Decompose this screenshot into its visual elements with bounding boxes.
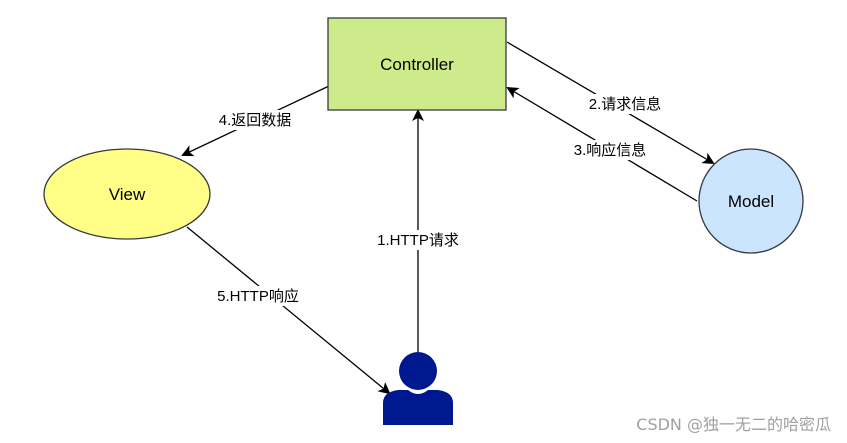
edge-http-response	[186, 226, 391, 395]
user-icon	[383, 352, 453, 425]
controller-node: Controller	[327, 17, 507, 111]
view-label: View	[109, 185, 146, 204]
edge-label-http-response: 5.HTTP响应	[217, 287, 299, 305]
model-node: Model	[698, 148, 804, 254]
edge-label-response-info: 3.响应信息	[574, 141, 647, 159]
controller-label: Controller	[380, 55, 454, 74]
watermark: CSDN @独一无二的哈密瓜	[636, 415, 831, 434]
view-node: View	[43, 148, 211, 240]
edge-label-http-request: 1.HTTP请求	[377, 232, 459, 249]
edge-label-return-data: 4.返回数据	[219, 112, 292, 129]
edge-label-request-info: 2.请求信息	[589, 96, 662, 113]
model-label: Model	[728, 192, 774, 211]
